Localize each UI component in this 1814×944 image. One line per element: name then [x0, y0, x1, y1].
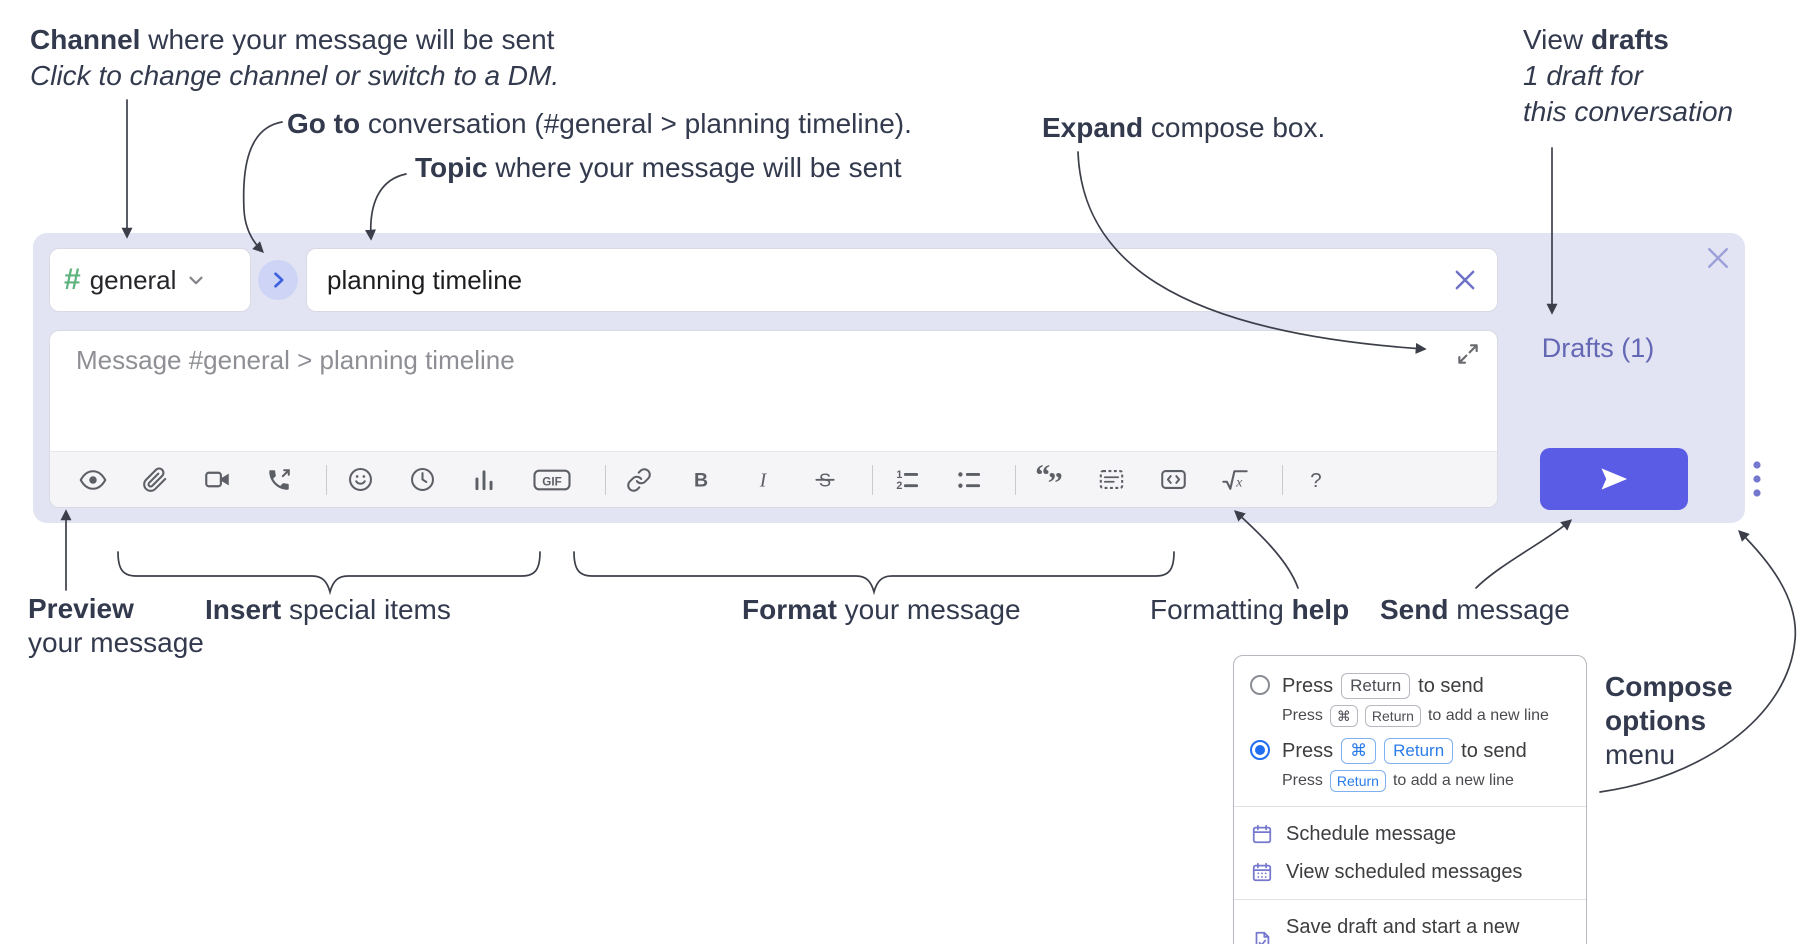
- toolbar-divider: [605, 464, 606, 495]
- topic-annotation: Topic where your message will be sent: [415, 152, 902, 183]
- bulleted-list-icon[interactable]: [951, 463, 985, 497]
- close-compose-icon[interactable]: [1703, 243, 1733, 273]
- preview-annotation: Preview your message: [28, 593, 204, 658]
- italic-icon[interactable]: I: [746, 463, 780, 497]
- message-formatting-help-icon[interactable]: ?: [1299, 463, 1333, 497]
- svg-text:”: ”: [1048, 466, 1063, 495]
- svg-text:1: 1: [896, 469, 902, 481]
- svg-text:B: B: [694, 469, 708, 491]
- format-annotation: Format your message: [742, 594, 1021, 625]
- toolbar-divider: [1015, 464, 1016, 495]
- formatting-help-annotation: Formatting help: [1150, 594, 1350, 625]
- bold-icon[interactable]: B: [684, 463, 718, 497]
- poll-icon[interactable]: [467, 463, 501, 497]
- compose-box: # general planning timeline Drafts (1) M…: [33, 233, 1761, 523]
- drafts-link[interactable]: Drafts (1): [1541, 333, 1655, 363]
- goto-annotation: Go to conversation (#general > planning …: [287, 108, 912, 139]
- insert-annotation: Insert special items: [205, 594, 451, 625]
- svg-text:?: ?: [1310, 469, 1321, 492]
- svg-text:I: I: [759, 470, 768, 491]
- code-icon[interactable]: [1156, 463, 1190, 497]
- channel-name: general: [89, 264, 177, 295]
- option-cmd-return-to-send[interactable]: Press ⌘ Return to send Press Return to a…: [1234, 733, 1586, 798]
- quote-icon[interactable]: “”: [1032, 463, 1066, 497]
- toolbar-divider: [1282, 464, 1283, 495]
- view-scheduled-messages-item[interactable]: View scheduled messages: [1234, 853, 1586, 891]
- math-icon[interactable]: x: [1218, 463, 1252, 497]
- channel-hash-icon: #: [64, 263, 81, 296]
- toolbar-divider: [326, 464, 327, 495]
- chevron-right-icon: [274, 272, 284, 288]
- preview-icon[interactable]: [76, 463, 110, 497]
- return-keycap: Return: [1329, 770, 1386, 792]
- emoji-icon[interactable]: [343, 463, 377, 497]
- cmd-keycap: ⌘: [1341, 738, 1377, 764]
- radio-unselected-icon[interactable]: [1250, 675, 1270, 695]
- expand-annotation: Expand compose box.: [1042, 112, 1326, 143]
- compose-options-annotation: Compose options menu: [1605, 671, 1733, 770]
- menu-divider: [1234, 806, 1586, 807]
- start-voice-call-icon[interactable]: [262, 463, 296, 497]
- compose-options-menu: Press Return to send Press ⌘ Return to a…: [1233, 655, 1587, 944]
- radio-selected-icon[interactable]: [1250, 740, 1270, 760]
- topic-input[interactable]: planning timeline: [306, 248, 1498, 312]
- message-area[interactable]: Message #general > planning timeline: [49, 330, 1498, 508]
- global-time-icon[interactable]: [405, 463, 439, 497]
- svg-text:2: 2: [896, 480, 902, 492]
- chevron-down-icon: [189, 276, 204, 285]
- option-return-to-send[interactable]: Press Return to send Press ⌘ Return to a…: [1234, 668, 1586, 733]
- view-drafts-annotation: View drafts 1 draft for this conversatio…: [1523, 24, 1734, 127]
- send-button[interactable]: [1540, 448, 1688, 510]
- spoiler-icon[interactable]: [1094, 463, 1128, 497]
- svg-text:x: x: [1235, 475, 1243, 490]
- cmd-keycap: ⌘: [1329, 705, 1358, 727]
- schedule-message-item[interactable]: Schedule message: [1234, 815, 1586, 853]
- svg-text:“: “: [1035, 465, 1050, 492]
- channel-annotation: Channel where your message will be sent …: [30, 24, 560, 91]
- go-to-conversation-button[interactable]: [258, 260, 298, 300]
- start-video-call-icon[interactable]: [200, 463, 234, 497]
- save-draft-icon: [1250, 929, 1274, 944]
- expand-compose-icon[interactable]: [1455, 339, 1485, 369]
- return-keycap: Return: [1341, 673, 1411, 699]
- view-scheduled-calendar-icon: [1250, 860, 1274, 884]
- return-keycap: Return: [1364, 705, 1421, 727]
- message-placeholder: Message #general > planning timeline: [76, 345, 515, 375]
- strikethrough-icon[interactable]: S: [808, 463, 842, 497]
- clear-topic-icon[interactable]: [1451, 266, 1479, 294]
- save-draft-item[interactable]: Save draft and start a new message: [1234, 908, 1586, 944]
- svg-text:GIF: GIF: [542, 475, 561, 488]
- return-keycap: Return: [1384, 738, 1454, 764]
- channel-selector[interactable]: # general: [49, 248, 251, 312]
- gif-icon[interactable]: GIF: [529, 463, 575, 497]
- schedule-calendar-icon: [1250, 822, 1274, 846]
- send-icon: [1601, 468, 1628, 490]
- toolbar-divider: [872, 464, 873, 495]
- send-annotation: Send message: [1380, 594, 1570, 625]
- menu-divider: [1234, 899, 1586, 900]
- attach-file-icon[interactable]: [138, 463, 172, 497]
- topic-value: planning timeline: [327, 264, 523, 295]
- compose-options-kebab-icon[interactable]: [1733, 455, 1781, 503]
- link-icon[interactable]: [622, 463, 656, 497]
